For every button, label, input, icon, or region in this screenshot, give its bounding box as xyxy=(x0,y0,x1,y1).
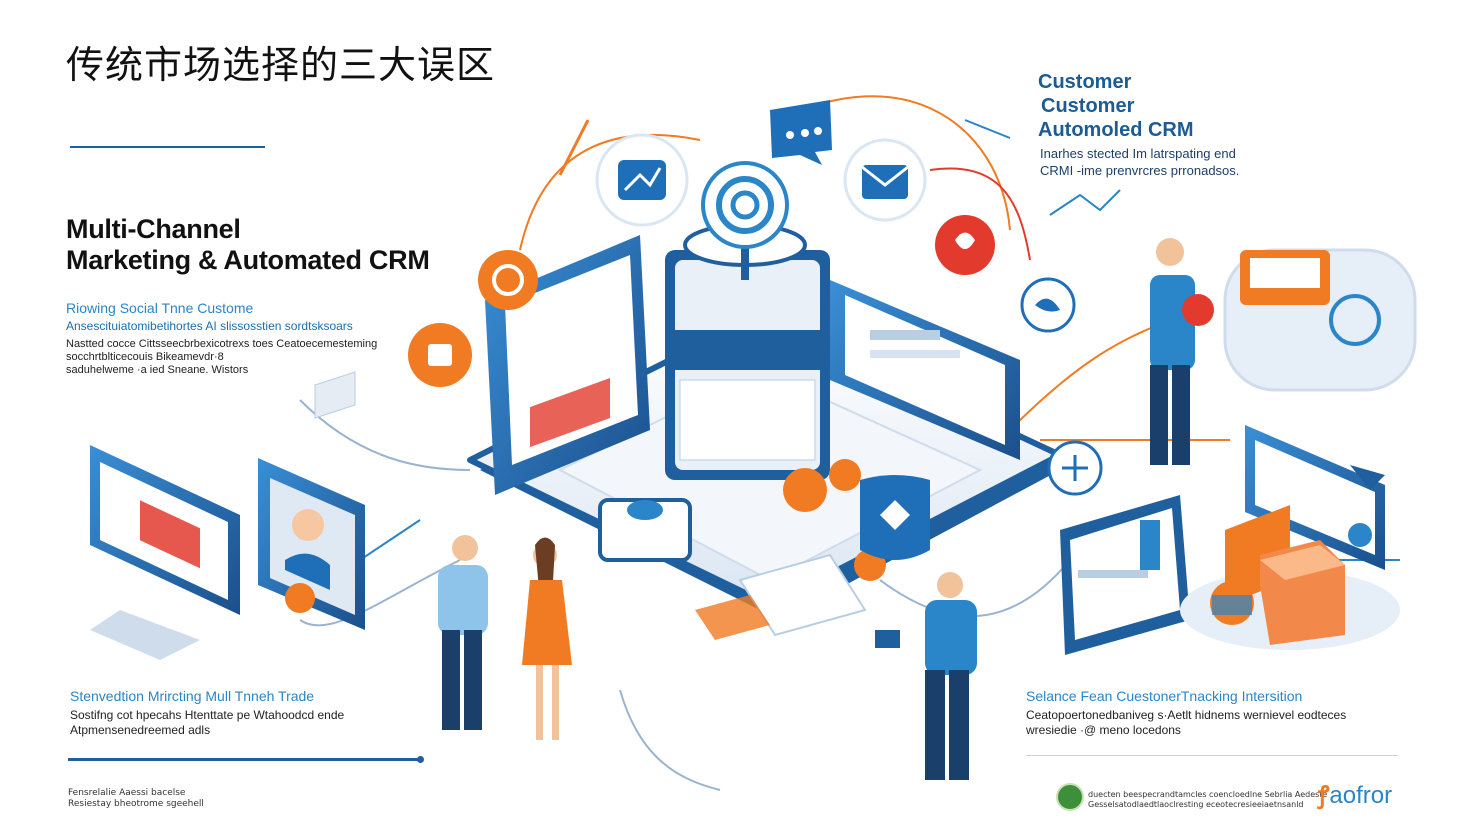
footer-left-line2: Resiestay bheotrome sgeehell xyxy=(68,799,204,809)
left-tablet xyxy=(258,458,365,630)
shield-icon xyxy=(860,475,930,560)
document-card xyxy=(695,553,867,640)
red-heart-icon xyxy=(935,215,995,275)
laptop-icon xyxy=(314,371,356,419)
left-heading-line1: Multi-Channel xyxy=(66,214,241,244)
block-bottom-right: Selance Fean CuestonerTnacking Intersiti… xyxy=(1026,688,1346,738)
block-top-left-subtitle2: Ansescituiatomibetihortes AI slissosstie… xyxy=(66,319,353,333)
right-description: Inarhes stected Im latrspating end CRMI … xyxy=(1040,145,1239,179)
block-bottom-right-line: Ceatopoertonedbaniveg s·Aetlt hidnems we… xyxy=(1026,708,1347,722)
left-monitor xyxy=(90,445,240,660)
platform-screen-right xyxy=(830,280,1020,460)
right-desc-line1: Inarhes stected Im latrspating end xyxy=(1040,146,1236,161)
block-top-left-line: Nastted cocce Cittsseecbrbexicotrexs toe… xyxy=(66,338,378,350)
footer-rule-left xyxy=(68,758,420,761)
block-top-left: Riowing Social Tnne Custome Ansescituiat… xyxy=(66,300,377,377)
page-title: 传统市场选择的三大误区 xyxy=(66,43,496,87)
brand-name: aofror xyxy=(1329,782,1393,809)
footer-badge-icon xyxy=(1056,783,1084,811)
footer-right-text: duecten beespecrandtamcles coencloedlne … xyxy=(1088,790,1327,810)
orange-pin-icon xyxy=(408,323,472,387)
person-man-left xyxy=(438,535,488,730)
right-heading-line2: Customer xyxy=(1041,95,1135,117)
right-mid-screen xyxy=(1245,425,1385,570)
block-bottom-left-line: Sostifng cot hpecahs Htenttate pe Wtahoo… xyxy=(70,708,345,722)
connector-lines xyxy=(299,95,1400,791)
fingerprint-icon xyxy=(701,161,789,249)
block-bottom-right-subtitle: Selance Fean CuestonerTnacking Intersiti… xyxy=(1026,688,1303,704)
block-top-left-line: socchrtblticecouis Bikeamevdr·8 xyxy=(66,351,224,363)
bird-icon xyxy=(1020,277,1076,333)
orange-bubble-icon xyxy=(783,459,886,617)
footer-left-line1: Fensrelalie Aaessi bacelse xyxy=(68,788,186,798)
footer-left-text: Fensrelalie Aaessi bacelse Resiestay bhe… xyxy=(68,788,204,810)
cube-icon xyxy=(1180,505,1400,650)
person-man-right xyxy=(875,572,977,780)
title-underline xyxy=(70,146,265,148)
person-presenter-right xyxy=(1150,238,1214,465)
block-bottom-left-line: Atpmensenedreemed adls xyxy=(70,723,211,737)
block-top-left-line: saduhelweme ·a ied Sneane. Wistors xyxy=(66,364,249,376)
central-tower xyxy=(665,220,830,480)
block-bottom-left: Stenvedtion Mrircting Mull Tnneh Trade S… xyxy=(70,688,344,738)
right-desc-line2: CRMI -ime prenvrcres prronadsos. xyxy=(1040,163,1240,178)
person-woman-left xyxy=(522,537,572,740)
chat-bubble-icon xyxy=(770,100,832,165)
block-bottom-left-subtitle: Stenvedtion Mrircting Mull Tnneh Trade xyxy=(70,688,315,704)
box-icon xyxy=(598,498,692,562)
email-icon xyxy=(843,138,927,222)
brand-mark-icon: ꝭ xyxy=(1318,782,1330,809)
central-platform xyxy=(467,312,1063,620)
platform-screen-left xyxy=(485,235,650,495)
orange-social-icon xyxy=(478,250,538,310)
analytics-icon xyxy=(595,133,689,227)
block-bottom-right-line: wresiedie ·@ meno locedons xyxy=(1026,723,1181,737)
footer-right-line2: Gesselsatodlaedtlaoclresting eceotecresi… xyxy=(1088,800,1304,809)
right-heading: Customer Customer Automoled CRM xyxy=(1038,70,1194,142)
left-heading-line2: Marketing & Automated CRM xyxy=(66,245,430,275)
brand-logo: ꝭaofror xyxy=(1318,778,1392,811)
right-top-device xyxy=(1223,248,1417,392)
block-top-left-subtitle: Riowing Social Tnne Custome xyxy=(66,300,254,316)
footer-right-line1: duecten beespecrandtamcles coencloedlne … xyxy=(1088,790,1328,799)
right-low-screen xyxy=(1060,495,1190,655)
small-blue-icon xyxy=(1047,440,1103,496)
footer-dot xyxy=(417,756,424,763)
footer-rule-right xyxy=(1026,755,1398,756)
left-heading: Multi-Channel Marketing & Automated CRM xyxy=(66,214,430,276)
right-heading-line3: Automoled CRM xyxy=(1038,119,1194,141)
right-heading-line1: Customer xyxy=(1038,71,1132,93)
